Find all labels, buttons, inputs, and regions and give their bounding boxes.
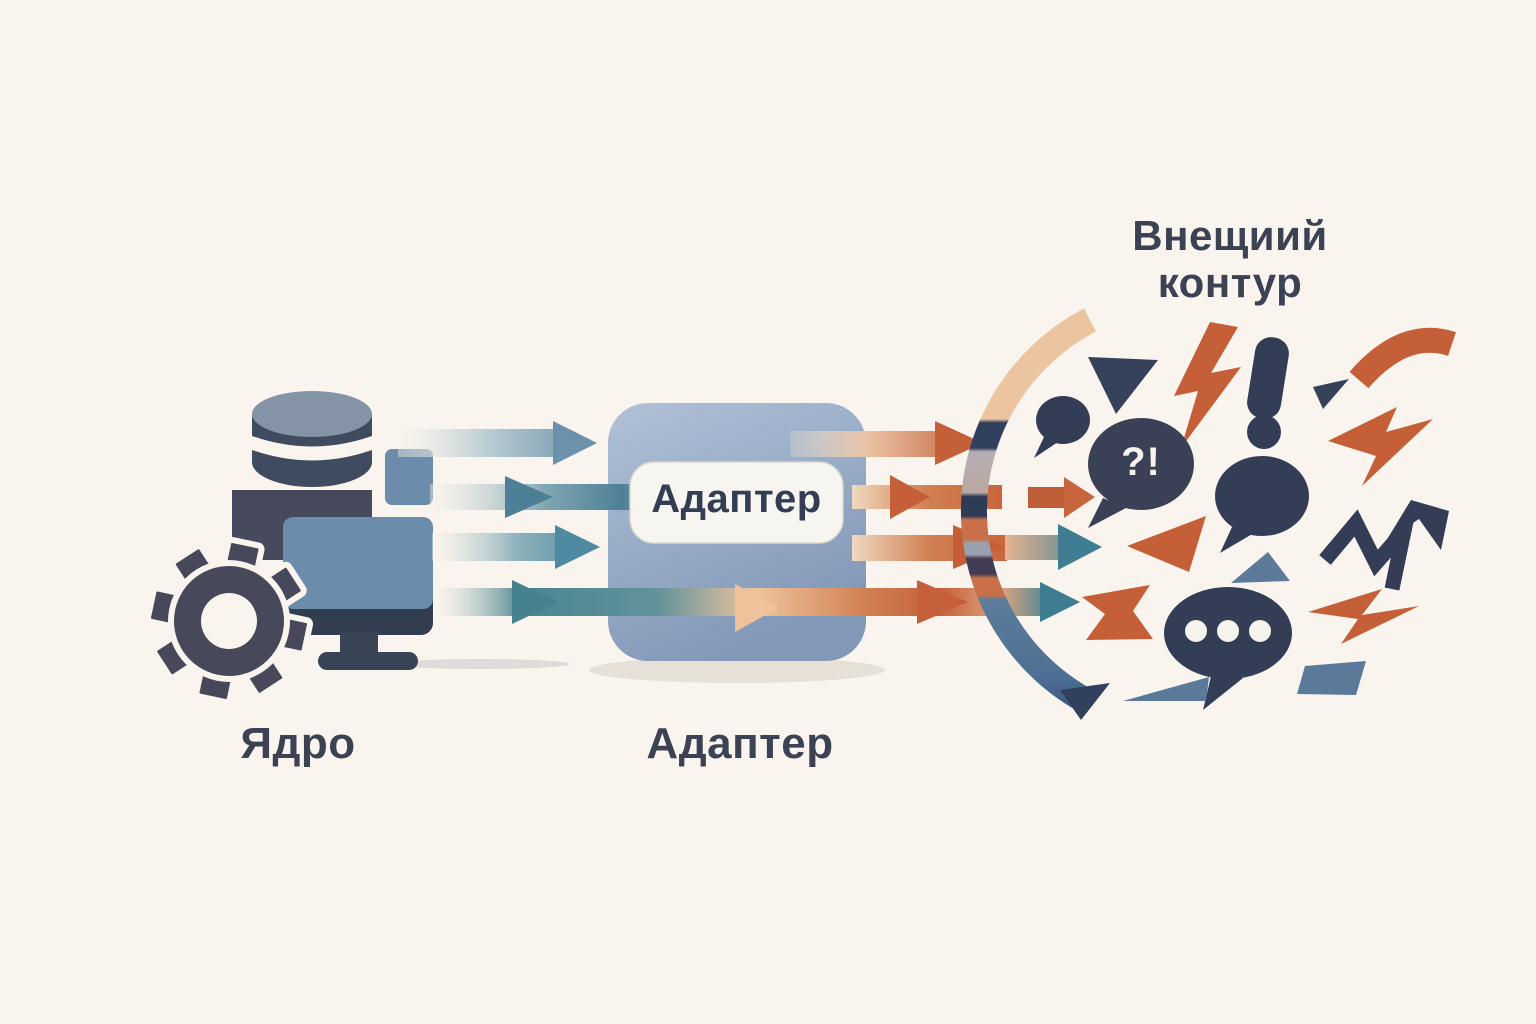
outer-chaos-shapes <box>1034 322 1456 710</box>
zigzag-ribbon-icon <box>1328 407 1433 486</box>
zigzag-icon <box>1319 504 1418 591</box>
core-icon-cluster <box>144 391 570 706</box>
orange-triangle-icon <box>1127 516 1206 572</box>
adapter-label-plate <box>629 461 844 544</box>
typing-bubble-icon <box>1164 587 1292 710</box>
shard-icon <box>1313 379 1349 409</box>
speech-bubble-icon <box>1215 456 1309 553</box>
gear-icon <box>144 536 314 706</box>
pierced-arrow-3 <box>1005 524 1102 570</box>
outer-contour-label-line2: контур <box>1157 259 1303 306</box>
pierced-arrow-2 <box>1028 477 1095 518</box>
zigzag-ribbon-icon <box>1082 585 1153 640</box>
boundary-arc <box>961 308 1110 720</box>
adapter-caption: Адаптер <box>646 719 834 768</box>
core-label: Ядро <box>240 719 356 768</box>
arc-arrowhead-icon <box>1060 683 1110 720</box>
arc-fragment-icon <box>1349 327 1456 389</box>
inbound-arrow-1 <box>398 421 597 465</box>
inbound-arrow-2 <box>430 476 665 518</box>
monitor-shadow <box>390 659 570 669</box>
module-square-icon <box>385 449 433 505</box>
steel-parallelogram-icon <box>1297 661 1366 695</box>
lightning-bolt-icon <box>1174 322 1241 448</box>
small-bubble-icon <box>1034 396 1090 458</box>
inbound-arrows <box>398 421 1050 632</box>
monitor-icon <box>283 517 433 670</box>
chevron-icon <box>1386 500 1449 550</box>
outer-contour-label-line1: Внещиий <box>1132 212 1328 259</box>
steel-triangle-icon <box>1231 552 1290 583</box>
inbound-arrow-3 <box>432 525 600 569</box>
outbound-arrow-1 <box>790 421 983 465</box>
zigzag-ribbon-icon <box>1308 589 1419 644</box>
interrobang-bubble-icon <box>1088 418 1194 528</box>
outbound-arrow-4 <box>917 580 968 624</box>
adapter-shadow <box>589 657 885 683</box>
exclamation-icon <box>1247 337 1289 449</box>
outer-contour-label: Внещиий контур <box>1095 212 1365 306</box>
adapter-box-label: Адаптер <box>651 477 822 521</box>
interrobang-text: ?! <box>1121 440 1161 484</box>
warning-triangle-icon <box>1088 357 1158 414</box>
database-icon <box>244 391 380 487</box>
pierced-arrow-4 <box>1040 582 1080 622</box>
steel-flat-triangle-icon <box>1123 677 1209 701</box>
pierced-arrows <box>1005 477 1102 622</box>
